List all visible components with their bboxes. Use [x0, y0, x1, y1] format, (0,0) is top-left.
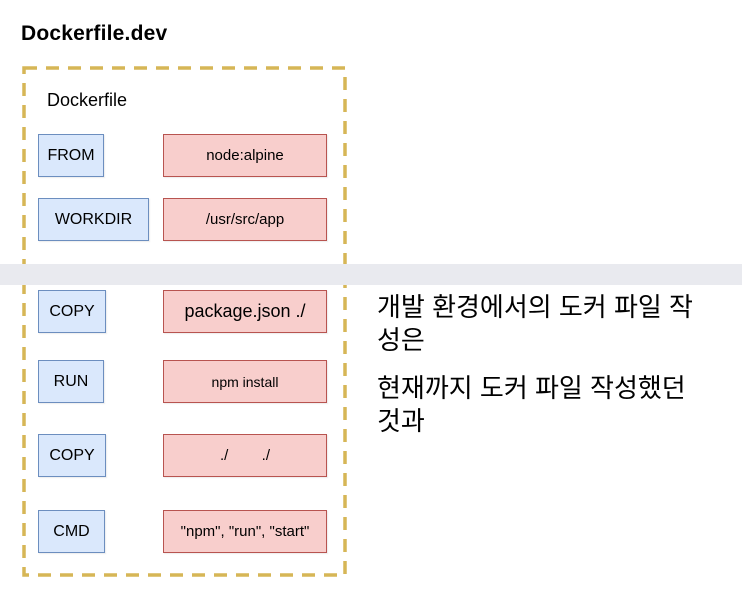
instruction-box-copy-all: COPY [38, 434, 106, 477]
argument-box-node-alpine: node:alpine [163, 134, 327, 177]
instruction-box-copy-package: COPY [38, 290, 106, 333]
instruction-box-cmd: CMD [38, 510, 105, 553]
dockerfile-label: Dockerfile [47, 90, 128, 110]
dashed-container-border [22, 66, 347, 577]
instruction-box-workdir: WORKDIR [38, 198, 149, 241]
argument-box-usr-src-app: /usr/src/app [163, 198, 327, 241]
annotation-line: 개발 환경에서의 도커 파일 작 [377, 292, 693, 322]
annotation-text: 개발 환경에서의 도커 파일 작 성은 현재까지 도커 파일 작성했던 것과 [377, 291, 742, 438]
instruction-box-run: RUN [38, 360, 104, 403]
annotation-line: 현재까지 도커 파일 작성했던 [377, 373, 686, 403]
annotation-line: 성은 [377, 325, 425, 355]
instruction-box-from: FROM [38, 134, 104, 177]
argument-box-npm-run-start: "npm", "run", "start" [163, 510, 327, 553]
argument-box-npm-install: npm install [163, 360, 327, 403]
annotation-line: 것과 [377, 406, 425, 436]
page-title: Dockerfile.dev [21, 22, 168, 45]
page-break-band [0, 264, 742, 285]
annotation-paragraph-2: 현재까지 도커 파일 작성했던 것과 [377, 372, 742, 438]
annotation-paragraph-1: 개발 환경에서의 도커 파일 작 성은 [377, 291, 742, 357]
argument-box-package-json: package.json ./ [163, 290, 327, 333]
argument-box-dot-slash: ./ ./ [163, 434, 327, 477]
